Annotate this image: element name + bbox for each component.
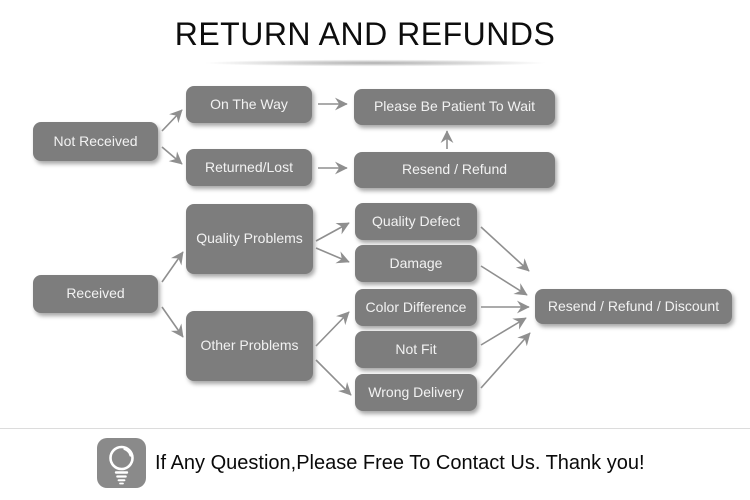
arrow-received-to-quality-problems xyxy=(161,251,184,283)
arrow-wrong-delivery-to-final xyxy=(480,332,531,389)
title-underline xyxy=(156,59,594,67)
node-not-fit: Not Fit xyxy=(355,331,477,368)
arrow-damage-to-final xyxy=(480,265,528,296)
node-wrong-delivery: Wrong Delivery xyxy=(355,374,477,411)
node-quality-problems: Quality Problems xyxy=(186,204,313,274)
node-label: Not Received xyxy=(53,132,138,149)
node-label: Resend / Refund / Discount xyxy=(547,297,720,314)
arrow-quality-problems-to-quality-defect xyxy=(315,222,350,242)
node-label: Wrong Delivery xyxy=(368,383,464,400)
light-bulb-icon xyxy=(97,438,146,488)
node-received: Received xyxy=(33,275,158,313)
arrow-other-problems-to-wrong-delivery xyxy=(315,359,352,396)
node-label: Please Be Patient To Wait xyxy=(373,98,536,115)
node-label: Resend / Refund xyxy=(401,161,508,178)
node-label: Quality Defect xyxy=(372,212,460,229)
node-resend-refund-discount: Resend / Refund / Discount xyxy=(535,289,732,324)
node-label: Received xyxy=(66,285,125,302)
arrow-quality-defect-to-final xyxy=(480,226,530,272)
page-title: RETURN AND REFUNDS xyxy=(174,16,556,52)
arrow-quality-problems-to-damage xyxy=(315,247,350,264)
node-label: Returned/Lost xyxy=(205,158,293,175)
node-label: Other Problems xyxy=(200,337,299,354)
arrow-not-received-to-returned-lost xyxy=(161,146,183,165)
footer-message: If Any Question,Please Free To Contact U… xyxy=(155,451,645,474)
node-label: Color Difference xyxy=(365,298,467,315)
node-damage: Damage xyxy=(355,245,477,282)
arrow-received-to-other-problems xyxy=(161,306,184,338)
node-other-problems: Other Problems xyxy=(186,311,313,381)
node-label: Quality Problems xyxy=(196,230,303,247)
arrow-not-received-to-on-the-way xyxy=(161,109,183,132)
node-please-be-patient: Please Be Patient To Wait xyxy=(354,89,555,125)
node-quality-defect: Quality Defect xyxy=(355,203,477,240)
node-resend-refund: Resend / Refund xyxy=(354,152,555,188)
node-color-difference: Color Difference xyxy=(355,289,477,326)
arrow-other-problems-to-color-difference xyxy=(315,311,350,347)
arrow-not-fit-to-final xyxy=(480,317,527,346)
footer-divider xyxy=(0,428,750,429)
node-not-received: Not Received xyxy=(33,122,158,161)
node-returned-lost: Returned/Lost xyxy=(186,149,312,186)
node-label: Damage xyxy=(389,254,443,271)
node-label: Not Fit xyxy=(395,340,437,357)
node-on-the-way: On The Way xyxy=(186,86,312,123)
node-label: On The Way xyxy=(210,95,288,112)
footer-note: If Any Question,Please Free To Contact U… xyxy=(97,438,645,488)
